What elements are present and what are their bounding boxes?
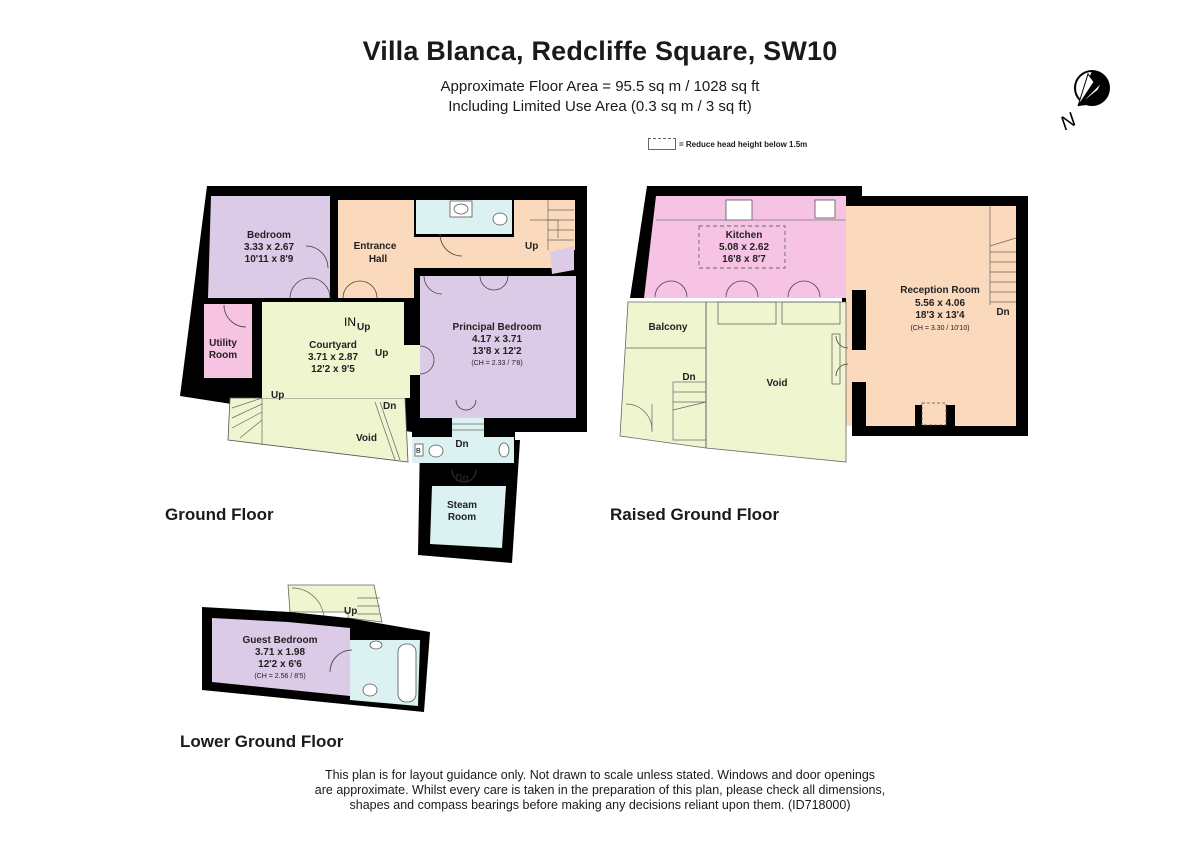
stairs-down-label: Dn xyxy=(682,372,695,383)
disclaimer-line: shapes and compass bearings before makin… xyxy=(349,798,851,812)
room-bedroom-imperial: 10'11 x 8'9 xyxy=(245,254,294,265)
stairs-up-label: Up xyxy=(375,348,388,359)
room-utility-name: Utility xyxy=(209,338,237,349)
room-reception-ceiling: (CH = 3.30 / 10'10) xyxy=(910,325,969,332)
stairs-up-label: Up xyxy=(271,390,284,401)
room-reception-name: Reception Room xyxy=(900,285,980,296)
room-guest-bedroom-ceiling: (CH = 2.56 / 8'5) xyxy=(254,673,305,680)
lower-ground-floor: Guest Bedroom 3.71 x 1.98 12'2 x 6'6 (CH… xyxy=(202,584,430,712)
lower-ground-floor-label: Lower Ground Floor xyxy=(180,732,344,751)
stairs-down-label: Dn xyxy=(996,307,1009,318)
room-bedroom-name: Bedroom xyxy=(247,230,291,241)
room-principal-bedroom-ceiling: (CH = 2.33 / 7'8) xyxy=(471,360,522,367)
room-guest-bedroom-name: Guest Bedroom xyxy=(242,635,317,646)
floor-area: Approximate Floor Area = 95.5 sq m / 102… xyxy=(440,78,760,95)
disclaimer-line: This plan is for layout guidance only. N… xyxy=(324,768,876,782)
stairs-up-label: Up xyxy=(357,322,370,333)
room-void-name: Void xyxy=(767,378,788,389)
room-bedroom-metric: 3.33 x 2.67 xyxy=(244,242,294,253)
room-utility-name2: Room xyxy=(209,350,237,361)
room-principal-bedroom-name: Principal Bedroom xyxy=(453,322,542,333)
stairs-down-label: Dn xyxy=(455,439,468,450)
limited-use-area: Including Limited Use Area (0.3 sq m / 3… xyxy=(448,98,752,115)
room-principal-bedroom-metric: 4.17 x 3.71 xyxy=(472,334,522,345)
north-compass-icon: N xyxy=(1058,70,1110,130)
room-courtyard-imperial: 12'2 x 9'5 xyxy=(311,364,355,375)
room-courtyard-metric: 3.71 x 2.87 xyxy=(308,352,358,363)
legend-label: = Reduce head height below 1.5m xyxy=(679,139,808,149)
room-steam-name: Steam xyxy=(447,500,477,511)
void-label: Void xyxy=(356,433,377,444)
room-principal-bedroom-imperial: 13'8 x 12'2 xyxy=(472,346,522,357)
stairs-down-label: Dn xyxy=(383,401,396,412)
room-steam-name2: Room xyxy=(448,512,476,523)
head-height-legend: = Reduce head height below 1.5m xyxy=(648,138,807,150)
plan-title: Villa Blanca, Redcliffe Square, SW10 xyxy=(362,36,838,66)
dashed-box-icon xyxy=(648,138,676,150)
room-kitchen-name: Kitchen xyxy=(726,230,763,241)
raised-ground-floor-label: Raised Ground Floor xyxy=(610,505,780,524)
disclaimer: This plan is for layout guidance only. N… xyxy=(290,768,910,813)
room-kitchen-metric: 5.08 x 2.62 xyxy=(719,242,769,253)
stairs-up-label: Up xyxy=(525,241,538,252)
disclaimer-line: are approximate. Whilst every care is ta… xyxy=(314,783,886,797)
room-courtyard-name: Courtyard xyxy=(309,340,357,351)
room-kitchen-imperial: 16'8 x 8'7 xyxy=(722,254,766,265)
raised-ground-floor: Kitchen 5.08 x 2.62 16'8 x 8'7 Reception… xyxy=(619,186,1028,463)
room-entrance-hall-name2: Hall xyxy=(369,254,388,265)
bidet-label: B xyxy=(416,448,421,455)
reduced-head-height-zone xyxy=(698,225,786,269)
ground-floor-label: Ground Floor xyxy=(165,505,274,524)
entrance-in-label: IN xyxy=(344,315,356,329)
room-reception-metric: 5.56 x 4.06 xyxy=(915,298,965,309)
stairs-up-label: Up xyxy=(344,606,357,617)
room-guest-bedroom-imperial: 12'2 x 6'6 xyxy=(258,659,302,670)
room-reception-imperial: 18'3 x 13'4 xyxy=(915,310,965,321)
stairs-down-label: Dn xyxy=(455,473,468,484)
room-guest-bedroom-metric: 3.71 x 1.98 xyxy=(255,647,305,658)
ground-floor: B Bedroom 3.33 x 2.67 10'11 x 8'9 Entran… xyxy=(180,186,587,563)
room-balcony-name: Balcony xyxy=(649,322,688,333)
room-entrance-hall-name: Entrance xyxy=(354,241,397,252)
